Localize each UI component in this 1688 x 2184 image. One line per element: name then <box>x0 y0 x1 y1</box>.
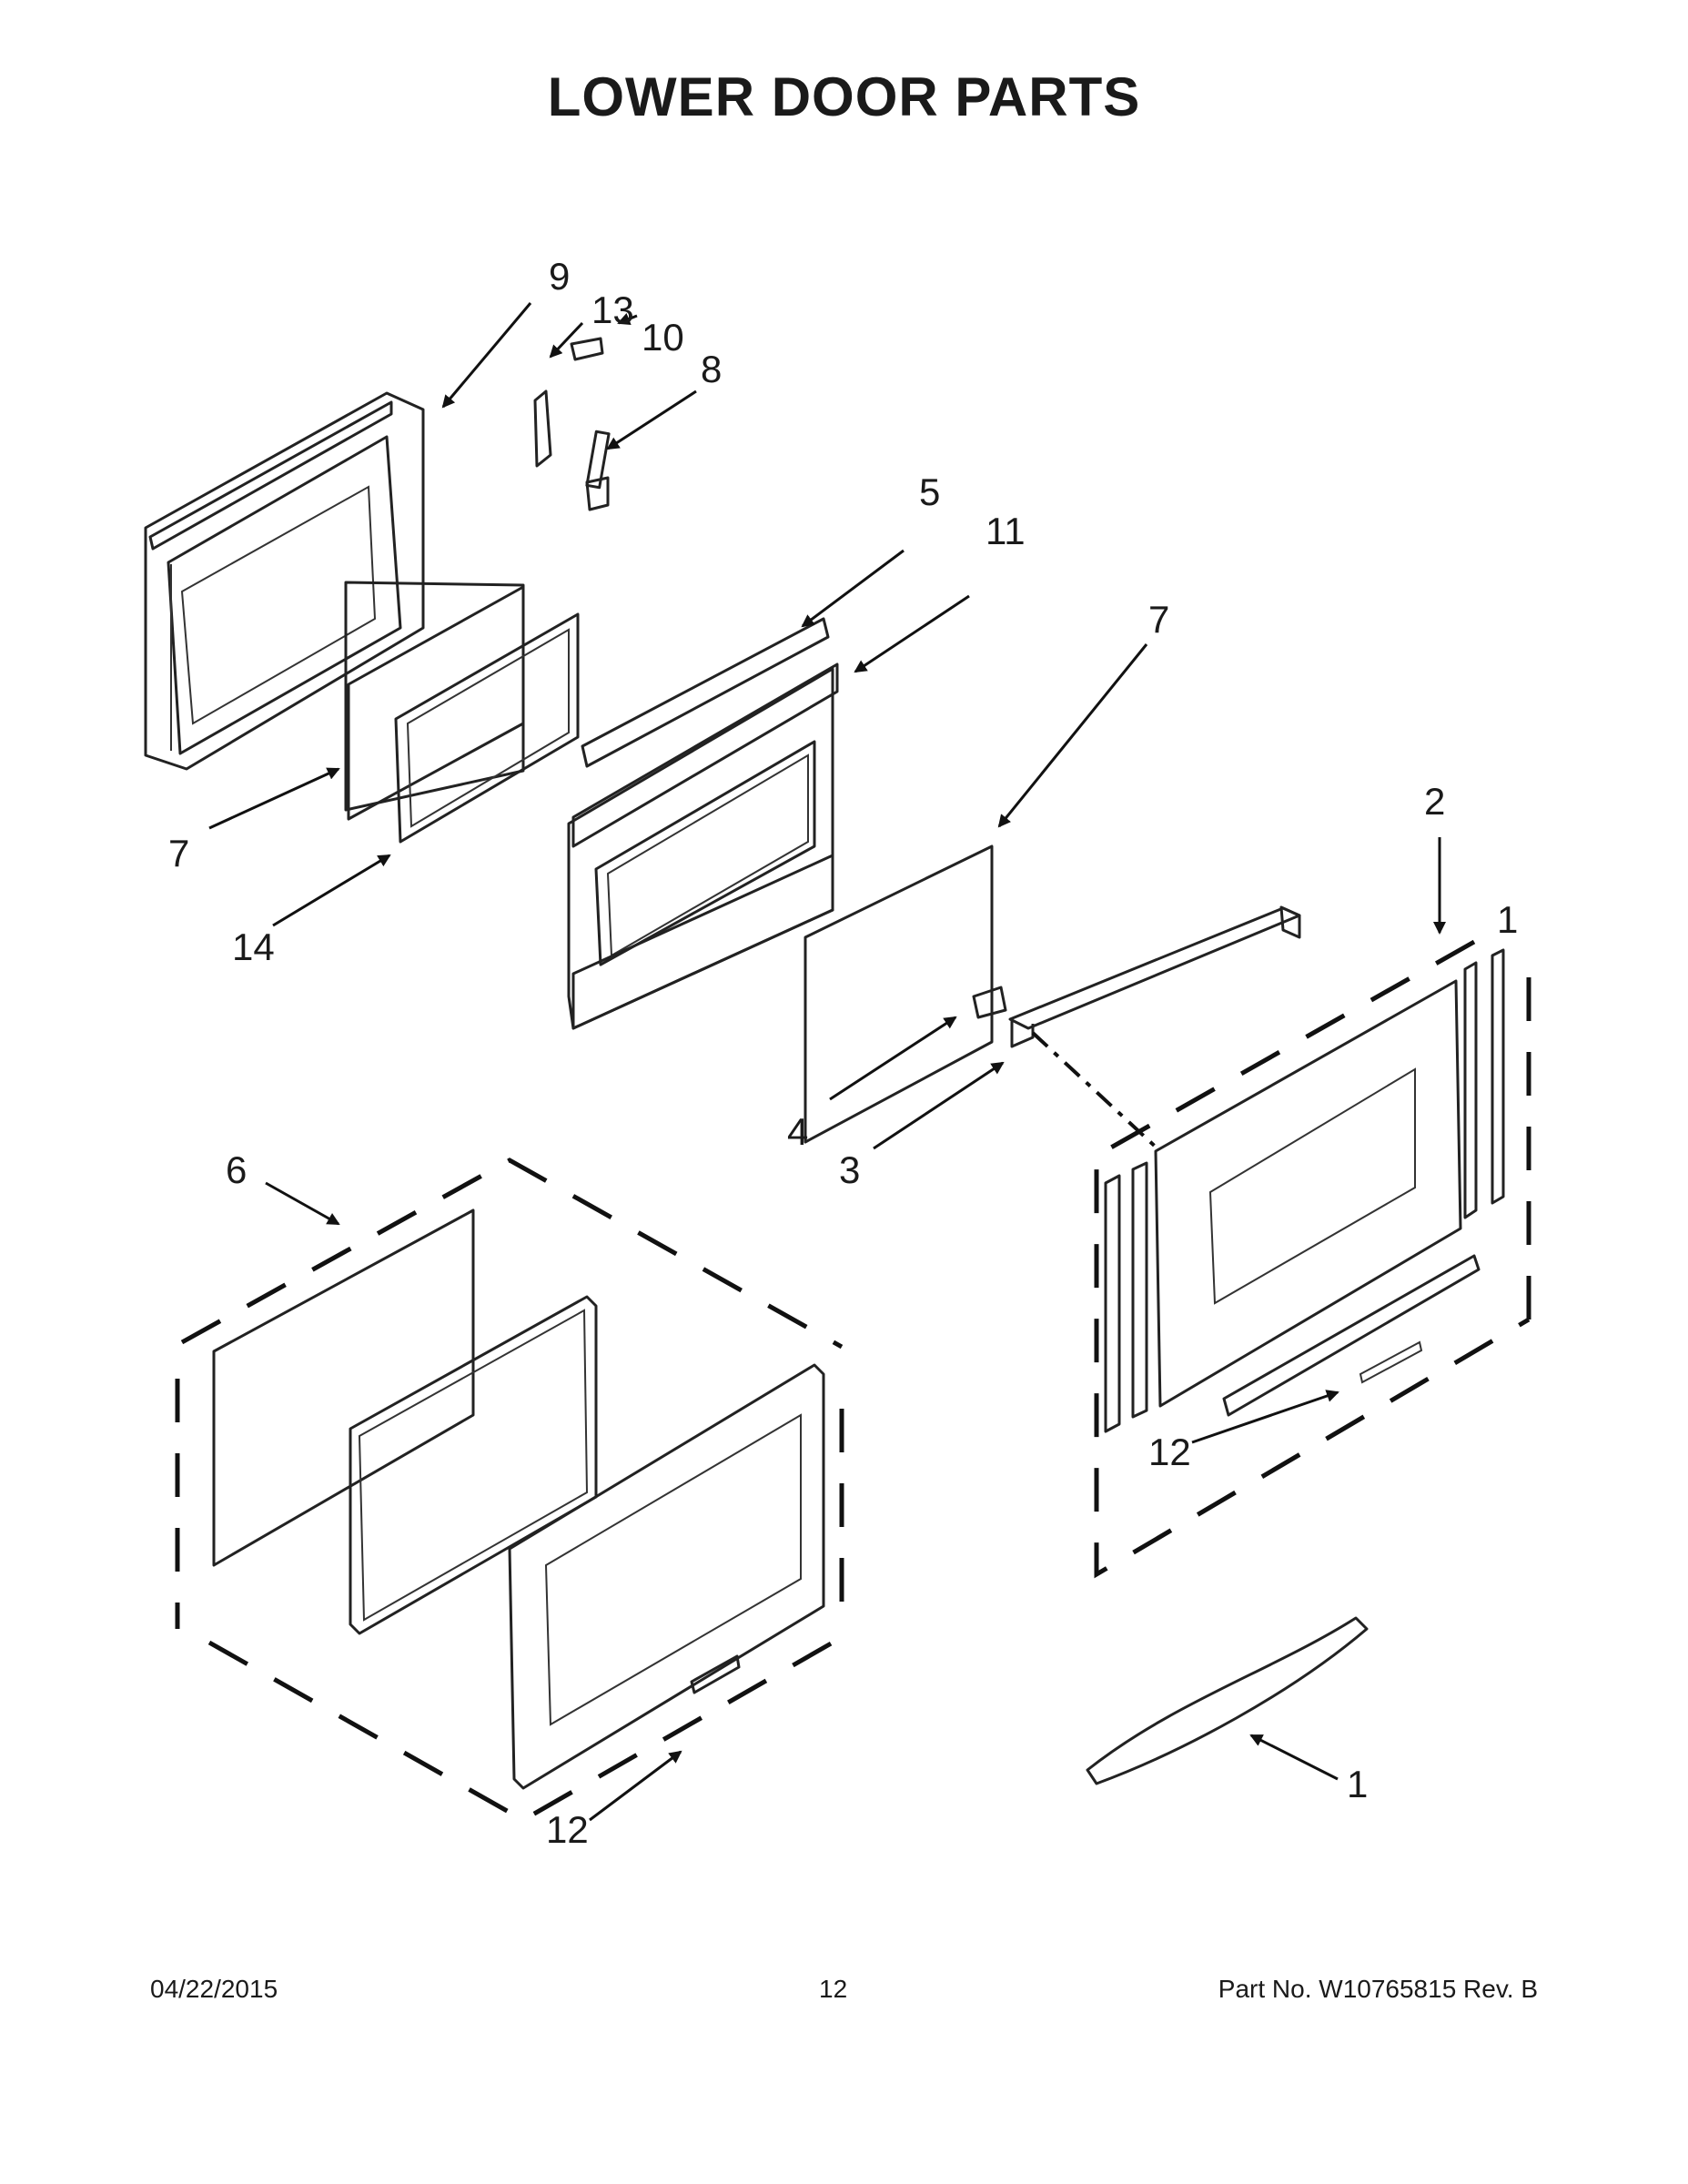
callout-5: 5 <box>919 470 940 513</box>
callout-12-outer-door: 12 <box>1148 1431 1191 1473</box>
callout-11: 11 <box>986 510 1026 552</box>
door-gasket-frame-part <box>394 612 580 844</box>
callout-14: 14 <box>232 925 275 968</box>
hinge-bracket-part <box>533 337 611 511</box>
page-title: LOWER DOOR PARTS <box>547 66 1141 127</box>
callout-13: 13 <box>591 288 634 331</box>
footer-page-number: 12 <box>819 1975 848 2003</box>
inner-door-panel-part <box>144 391 425 771</box>
callout-9: 9 <box>549 255 570 298</box>
door-frame-part <box>567 617 839 1030</box>
outer-door-assembly-part <box>1094 939 1531 1579</box>
callout-7-inner-glass: 7 <box>168 832 189 875</box>
callout-6: 6 <box>226 1148 247 1191</box>
callout-3: 3 <box>839 1148 860 1191</box>
callout-7-middle-glass: 7 <box>1148 598 1169 641</box>
callout-1-handle: 1 <box>1347 1763 1368 1805</box>
footer-part-number: Part No. W10765815 Rev. B <box>1218 1975 1538 2003</box>
callout-12-lower-door: 12 <box>546 1808 589 1851</box>
callout-1-top: 1 <box>1497 898 1518 941</box>
callout-10: 10 <box>642 316 684 359</box>
callout-8: 8 <box>701 348 722 390</box>
callout-4: 4 <box>787 1110 808 1153</box>
footer-date: 04/22/2015 <box>150 1975 278 2003</box>
door-handle-part <box>1086 1616 1369 1785</box>
middle-glass-part <box>804 844 994 1144</box>
lower-door-assembly-part <box>175 1158 844 1823</box>
callout-leaders <box>208 302 1446 1822</box>
door-channel-part <box>972 905 1301 1153</box>
callout-2: 2 <box>1424 780 1445 823</box>
